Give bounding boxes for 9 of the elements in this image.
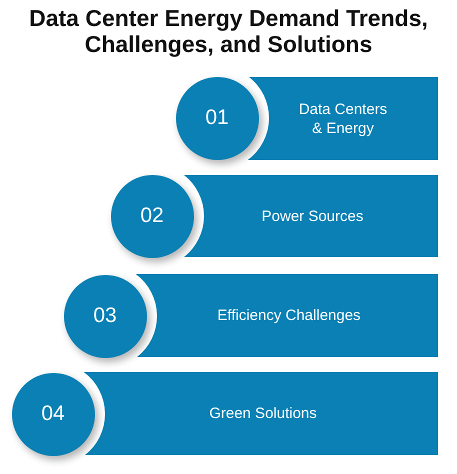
- step-bar: Data Centers & Energy: [248, 77, 438, 160]
- number-circle: 04: [12, 372, 94, 456]
- step-bar: Power Sources: [183, 175, 438, 257]
- title: Data Center Energy Demand Trends, Challenges, and Solutions: [28, 5, 429, 57]
- step-bar: Efficiency Challenges: [136, 274, 438, 357]
- number-circle: 01: [176, 76, 258, 160]
- step-bar: Green Solutions: [84, 372, 438, 455]
- number-circle: 02: [110, 174, 194, 258]
- number-circle: 03: [64, 274, 146, 358]
